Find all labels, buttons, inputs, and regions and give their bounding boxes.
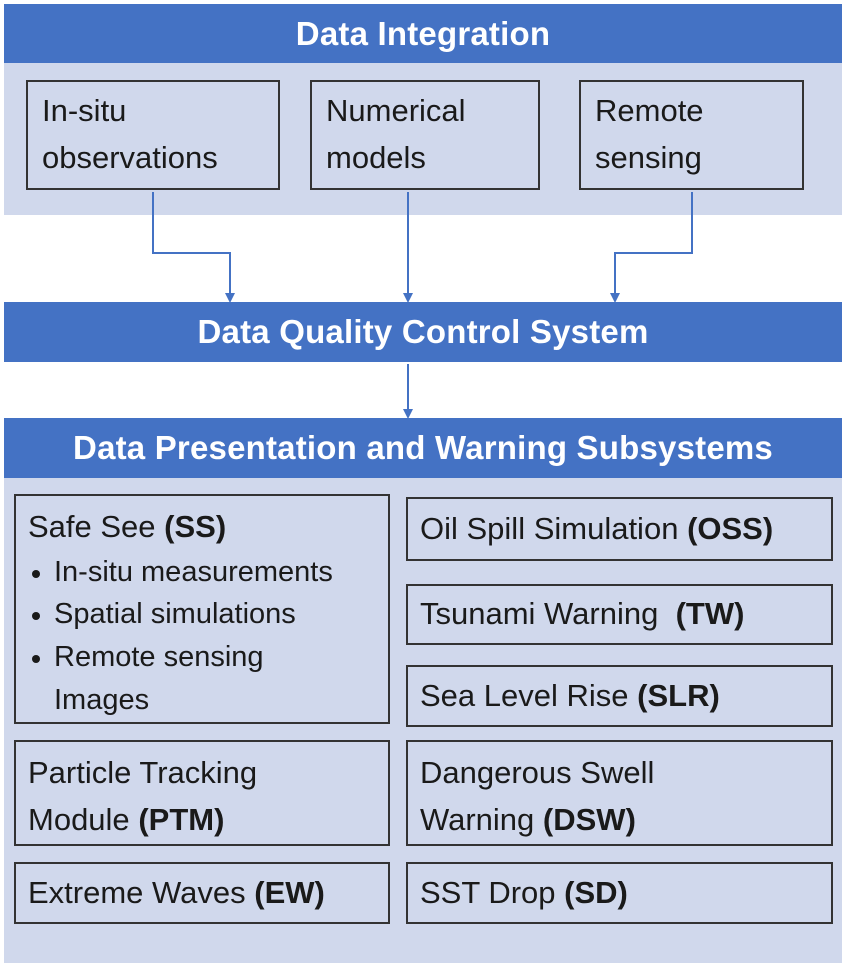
integration-title: Data Integration: [295, 14, 551, 52]
oss-name: Oil Spill Simulation: [420, 510, 679, 546]
safe-see-abbr: (SS): [164, 509, 227, 544]
slr-name: Sea Level Rise: [420, 677, 629, 713]
ptm-line2-row: Module (PTM): [28, 797, 376, 844]
sd-box: SST Drop (SD): [406, 862, 833, 924]
integration-banner: Data Integration: [4, 4, 842, 63]
ew-box: Extreme Waves (EW): [14, 862, 390, 924]
sd-name: SST Drop: [420, 874, 556, 910]
ptm-box: Particle Tracking Module (PTM): [14, 740, 390, 846]
arrow-remote-to-qc: [610, 192, 693, 303]
slr-label: Sea Level Rise (SLR): [420, 673, 720, 720]
source-numerical-line1: Numerical: [326, 93, 466, 128]
safe-see-bullets: In-situ measurements Spatial simulations…: [28, 551, 376, 723]
dsw-line2-row: Warning (DSW): [420, 797, 819, 844]
sd-abbr: (SD): [564, 874, 628, 910]
safe-see-name: Safe See: [28, 509, 156, 544]
tw-name: Tsunami Warning: [420, 596, 659, 632]
slr-box: Sea Level Rise (SLR): [406, 665, 833, 727]
source-remote-line2: sensing: [595, 139, 702, 175]
oss-abbr: (OSS): [687, 510, 774, 546]
dsw-abbr: (DSW): [542, 801, 636, 837]
source-numerical-line2: models: [326, 139, 426, 175]
source-in-situ-line2: observations: [42, 139, 218, 175]
dsw-line1: Dangerous Swell: [420, 755, 655, 790]
presentation-banner: Data Presentation and Warning Subsystems: [4, 418, 842, 478]
source-in-situ: In-situ observations: [26, 80, 280, 190]
safe-see-bullet-3: Remote sensing Images: [28, 636, 344, 722]
presentation-title: Data Presentation and Warning Subsystems: [73, 429, 773, 466]
safe-see-bullet-2: Spatial simulations: [28, 593, 376, 636]
dsw-line2: Warning: [420, 801, 535, 837]
ew-label: Extreme Waves (EW): [28, 870, 325, 917]
safe-see-heading: Safe See (SS): [28, 504, 376, 551]
tw-abbr: (TW): [675, 596, 745, 632]
ew-abbr: (EW): [254, 874, 325, 910]
oss-box: Oil Spill Simulation (OSS): [406, 497, 833, 561]
safe-see-box: Safe See (SS) In-situ measurements Spati…: [14, 494, 390, 724]
oss-label: Oil Spill Simulation (OSS): [420, 506, 773, 553]
tw-box: Tsunami Warning (TW): [406, 584, 833, 645]
source-numerical-models: Numerical models: [310, 80, 540, 190]
qc-banner: Data Quality Control System: [4, 302, 842, 362]
dsw-box: Dangerous Swell Warning (DSW): [406, 740, 833, 846]
source-remote-line1: Remote: [595, 93, 704, 128]
slr-abbr: (SLR): [637, 677, 720, 713]
tw-label: Tsunami Warning (TW): [420, 591, 744, 638]
ptm-line1: Particle Tracking: [28, 755, 258, 790]
ptm-line2: Module: [28, 801, 130, 837]
source-remote-sensing: Remote sensing: [579, 80, 804, 190]
sd-label: SST Drop (SD): [420, 870, 628, 917]
ptm-abbr: (PTM): [138, 801, 225, 837]
safe-see-bullet-1: In-situ measurements: [28, 551, 376, 594]
source-in-situ-line1: In-situ: [42, 93, 127, 128]
ew-name: Extreme Waves: [28, 874, 246, 910]
arrow-insitu-to-qc: [152, 192, 235, 303]
qc-title: Data Quality Control System: [197, 313, 649, 350]
